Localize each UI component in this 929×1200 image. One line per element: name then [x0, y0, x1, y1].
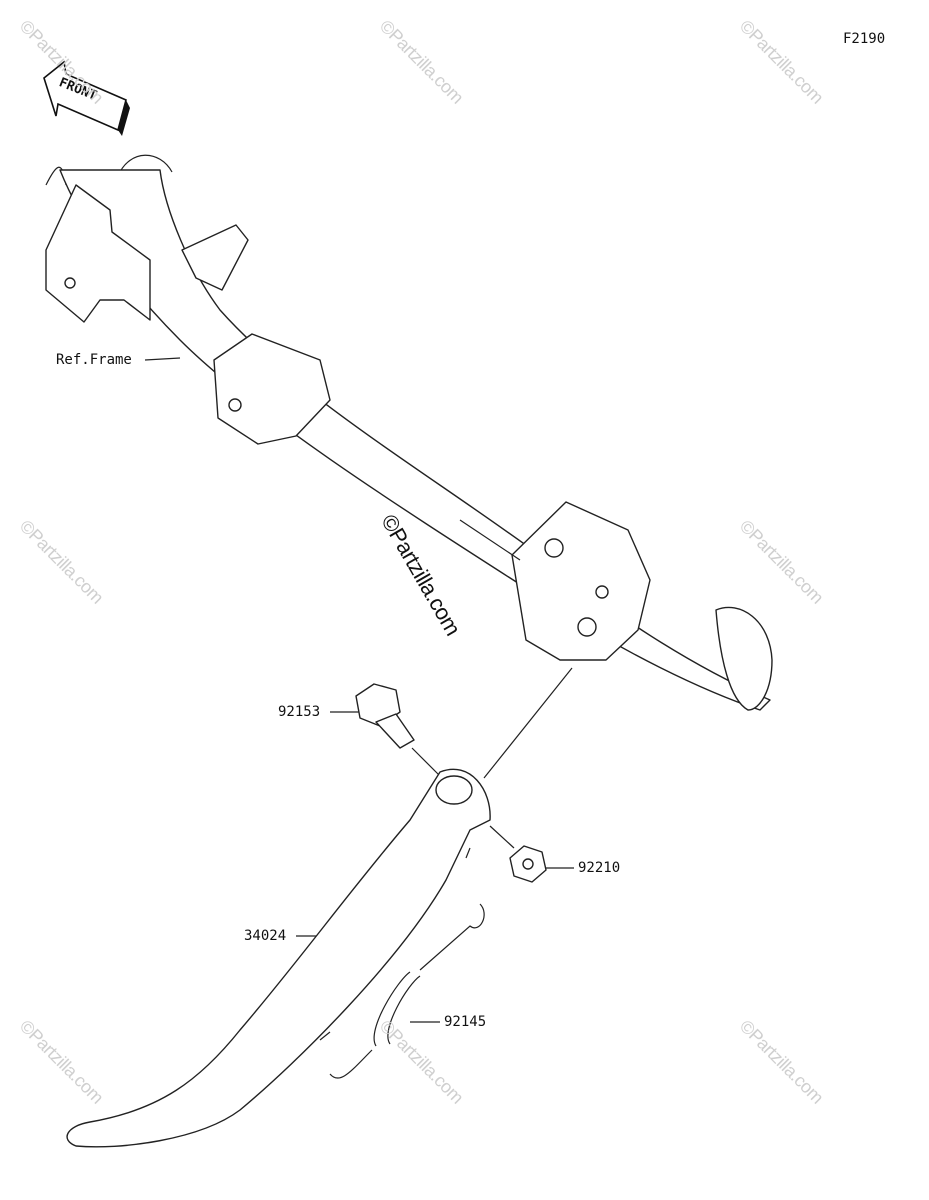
callout-92153: 92153 — [278, 704, 321, 720]
front-arrow-icon — [43, 60, 130, 136]
callout-92145: 92145 — [444, 1014, 487, 1030]
diagram-code: F2190 — [843, 31, 886, 47]
nut-92210 — [509, 845, 547, 883]
callout-92210: 92210 — [578, 860, 621, 876]
side-stand-34024 — [66, 768, 491, 1148]
bolt-92153 — [355, 683, 415, 749]
callout-34024: 34024 — [244, 928, 287, 944]
frame-drawing — [45, 154, 773, 711]
spring-92145 — [329, 903, 485, 1079]
leader-lines — [144, 357, 574, 1023]
callout-ref-frame: Ref.Frame — [56, 352, 132, 368]
